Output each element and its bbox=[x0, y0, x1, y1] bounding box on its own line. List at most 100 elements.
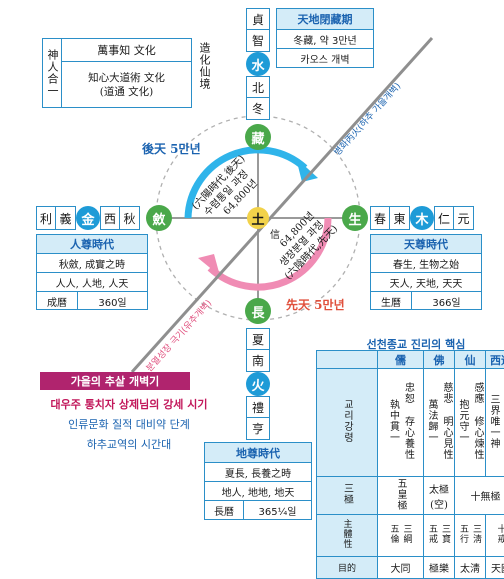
top-left-lower: 知心大道術 文化 (道通 文化) bbox=[62, 62, 191, 107]
diagonal-upper-label: 병화丙火(하추 가을개벽) bbox=[332, 81, 403, 158]
south-element-circle: 火 bbox=[246, 372, 270, 396]
north-box-line1: 冬藏, 약 3만년 bbox=[277, 30, 373, 49]
core-table-row-subjectivity: 主體性 三綱 五倫 三寶 五戒 三淸 五行 十戒 bbox=[317, 515, 504, 557]
west-row: 利 義 金 西 秋 bbox=[36, 206, 140, 230]
row-label-three-poles: 三極 bbox=[340, 483, 355, 505]
west-char-4: 秋 bbox=[120, 206, 140, 230]
east-row: 春 東 木 仁 元 bbox=[370, 206, 474, 230]
earth-era-calendar-label: 長曆 bbox=[205, 501, 244, 520]
north-season-circle: 藏 bbox=[245, 124, 271, 150]
south-char-5: 亨 bbox=[246, 418, 270, 440]
south-column: 夏 南 火 禮 亨 bbox=[246, 328, 270, 440]
subjectivity-western: 十戒 bbox=[495, 524, 504, 544]
south-char-4: 禮 bbox=[246, 396, 270, 418]
east-season-circle: 生 bbox=[342, 205, 368, 231]
earth-era-title: 地尊時代 bbox=[205, 443, 311, 463]
subjectivity-buddhist: 三寶 五戒 bbox=[426, 516, 452, 552]
row-label-purpose: 目的 bbox=[317, 557, 378, 579]
autumn-line1: 대우주 통치자 상제님의 강세 시기 bbox=[26, 396, 232, 412]
earth-era-box: 地尊時代 夏長, 長養之時 地人, 地地, 地天 長曆 365¼일 bbox=[204, 442, 312, 520]
human-era-box: 人尊時代 秋斂, 成實之時 人人, 人地, 人天 成曆 360일 bbox=[36, 234, 148, 310]
core-table-header: 儒 bbox=[378, 351, 424, 369]
core-table-row-purpose: 目的 大同 極樂 太淸 天國 bbox=[317, 557, 504, 579]
south-char-2: 南 bbox=[246, 350, 270, 372]
lower-arrow-head bbox=[198, 254, 220, 276]
early-heaven-era: 先天 5만년 bbox=[286, 296, 345, 313]
north-char-3: 北 bbox=[246, 76, 270, 98]
heaven-era-box: 天尊時代 春生, 生物之始 天人, 天地, 天天 生曆 366일 bbox=[370, 234, 482, 310]
east-element-circle: 木 bbox=[410, 206, 434, 230]
heaven-era-calendar-value: 366일 bbox=[412, 292, 481, 310]
west-season-circle: 斂 bbox=[146, 205, 172, 231]
human-era-calendar: 成曆 360일 bbox=[37, 292, 147, 310]
north-char-1: 智 bbox=[246, 30, 270, 52]
east-char-4: 元 bbox=[454, 206, 474, 230]
autumn-line2: 인류문화 질적 대비약 단계 bbox=[26, 416, 232, 432]
top-left-content: 萬事知 文化 知心大道術 文化 (道通 文化) bbox=[62, 39, 191, 107]
later-heaven-era: 後天 5만년 bbox=[142, 140, 201, 157]
top-left-line1: 萬事知 文化 bbox=[62, 39, 191, 62]
top-left-line2: 知心大道術 文化 bbox=[88, 71, 165, 85]
row-label-doctrine: 교리강령 bbox=[340, 399, 355, 443]
core-table-row-doctrine: 교리강령 忠恕 存心養性 執中貫一 慈悲 明心見性 萬法歸一 感應 修心煉性 抱… bbox=[317, 369, 504, 477]
north-box-line2: 카오스 개벽 bbox=[277, 49, 373, 67]
top-left-right-label: 造化仙境 bbox=[196, 42, 212, 90]
three-poles-taoist-western: 十無極 bbox=[455, 477, 504, 515]
earth-era-line2: 地人, 地地, 地天 bbox=[205, 482, 311, 501]
top-left-line3: (道通 文化) bbox=[100, 85, 154, 99]
doctrine-western: 博愛 聖靈感化 三界唯一神 bbox=[486, 371, 504, 471]
heaven-era-calendar-label: 生曆 bbox=[371, 292, 412, 310]
earth-era-calendar: 長曆 365¼일 bbox=[205, 501, 311, 520]
heaven-era-title: 天尊時代 bbox=[371, 235, 481, 254]
core-table-header: 佛 bbox=[424, 351, 455, 369]
lower-arc-text: 64,800년 생장분열 과정 (六陰時代,先天) bbox=[264, 205, 341, 283]
core-table-header: 仙 bbox=[455, 351, 486, 369]
purpose-taoist: 太淸 bbox=[455, 557, 486, 579]
east-char-0: 春 bbox=[370, 206, 390, 230]
three-poles-buddhist: 太極(空) bbox=[424, 477, 455, 515]
south-char-1: 夏 bbox=[246, 328, 270, 350]
west-char-3: 西 bbox=[100, 206, 120, 230]
core-table-header: 西道 bbox=[486, 351, 504, 369]
core-table-corner bbox=[317, 351, 378, 369]
north-element-circle: 水 bbox=[246, 52, 270, 76]
center-label: 信 bbox=[270, 226, 280, 241]
east-char-1: 東 bbox=[390, 206, 410, 230]
purpose-buddhist: 極樂 bbox=[424, 557, 455, 579]
human-era-calendar-label: 成曆 bbox=[37, 292, 78, 310]
center-earth-circle: 土 bbox=[247, 207, 269, 229]
north-box-title: 天地閉藏期 bbox=[277, 9, 373, 30]
human-era-line2: 人人, 人地, 人天 bbox=[37, 273, 147, 292]
south-season-circle: 長 bbox=[245, 298, 271, 324]
doctrine-confucian: 忠恕 存心養性 執中貫一 bbox=[386, 371, 416, 471]
north-column: 貞 智 水 北 冬 bbox=[246, 8, 270, 120]
human-era-calendar-value: 360일 bbox=[78, 292, 147, 310]
core-table-row-three-poles: 三極 五皇極 太極(空) 十無極 bbox=[317, 477, 504, 515]
heaven-era-calendar: 生曆 366일 bbox=[371, 292, 481, 310]
east-char-3: 仁 bbox=[434, 206, 454, 230]
doctrine-buddhist: 慈悲 明心見性 萬法歸一 bbox=[424, 371, 454, 471]
north-box: 天地閉藏期 冬藏, 약 3만년 카오스 개벽 bbox=[276, 8, 374, 68]
top-left-box: 神人合一 萬事知 文化 知心大道術 文化 (道通 文化) bbox=[42, 38, 192, 108]
west-char-1: 義 bbox=[56, 206, 76, 230]
north-char-4: 冬 bbox=[246, 98, 270, 120]
heaven-era-line1: 春生, 生物之始 bbox=[371, 254, 481, 273]
human-era-line1: 秋斂, 成實之時 bbox=[37, 254, 147, 273]
subjectivity-taoist: 三淸 五行 bbox=[457, 516, 483, 552]
three-poles-confucian: 五皇極 bbox=[393, 478, 408, 511]
earth-era-line1: 夏長, 長養之時 bbox=[205, 463, 311, 482]
human-era-title: 人尊時代 bbox=[37, 235, 147, 254]
autumn-title: 가을의 추살 개벽기 bbox=[40, 372, 190, 390]
top-left-left-label: 神人合一 bbox=[43, 39, 62, 107]
earth-era-calendar-value: 365¼일 bbox=[244, 501, 311, 520]
autumn-line3: 하추교역의 시간대 bbox=[26, 436, 232, 452]
diagonal-lower-label: 분열성장 극기(유추개벽) bbox=[144, 298, 214, 374]
purpose-confucian: 大同 bbox=[378, 557, 424, 579]
autumn-box: 가을의 추살 개벽기 대우주 통치자 상제님의 강세 시기 인류문화 질적 대비… bbox=[26, 372, 232, 452]
purpose-western: 天國 bbox=[486, 557, 504, 579]
doctrine-taoist: 感應 修心煉性 抱元守一 bbox=[455, 371, 485, 471]
core-table: 儒 佛 仙 西道 교리강령 忠恕 存心養性 執中貫一 慈悲 明心見性 萬法歸一 … bbox=[316, 350, 504, 579]
west-element-circle: 金 bbox=[76, 206, 100, 230]
subjectivity-confucian: 三綱 五倫 bbox=[388, 516, 414, 552]
heaven-era-line2: 天人, 天地, 天天 bbox=[371, 273, 481, 292]
